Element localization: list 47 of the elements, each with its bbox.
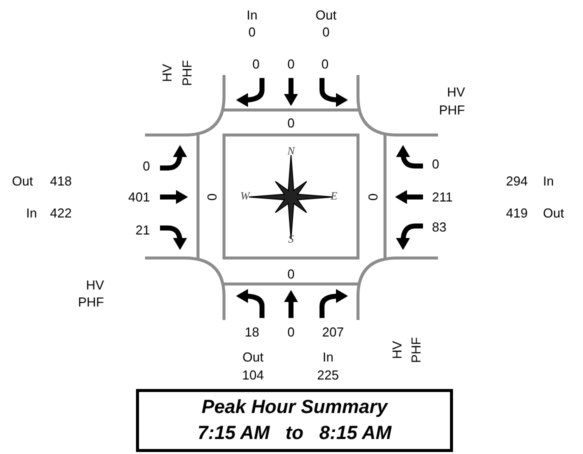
turn-volume: 18 (244, 324, 260, 340)
compass-letter: W (240, 190, 250, 204)
hv-label: HV (86, 278, 104, 292)
summary-heading: Peak Hour Summary (202, 396, 388, 420)
turn-volume: 21 (136, 222, 150, 238)
volume-total: 418 (50, 174, 72, 188)
compass-letter: E (330, 190, 338, 204)
phf-label: PHF (408, 337, 424, 363)
volume-total: 0 (248, 24, 256, 40)
volume-total: 225 (317, 368, 339, 382)
lane-volume: 0 (204, 193, 220, 201)
time-range: 7:15 AM to 8:15 AM (198, 422, 392, 446)
compass-letter: N (287, 144, 295, 160)
turn-volume: 0 (321, 56, 329, 72)
phf-label: PHF (78, 294, 104, 310)
lane-volume: 0 (366, 193, 380, 201)
approach-label: In (26, 206, 37, 220)
turn-volume: 0 (252, 56, 260, 72)
turn-volume: 0 (287, 56, 295, 72)
approach-label: Out (543, 206, 564, 220)
volume-total: 422 (50, 206, 72, 220)
turn-volume: 83 (432, 220, 446, 234)
phf-label: PHF (439, 102, 465, 118)
approach-label: In (322, 350, 334, 364)
phf-label: PHF (180, 60, 194, 86)
turn-volume: 401 (128, 190, 150, 204)
turn-volume: 211 (432, 190, 453, 204)
turn-volume: 0 (287, 324, 295, 340)
turn-volume: 0 (142, 158, 150, 174)
approach-label: Out (12, 174, 33, 188)
approach-label: In (543, 174, 554, 188)
hv-label: HV (446, 84, 465, 100)
volume-total: 104 (242, 368, 264, 382)
turn-volume: 207 (322, 324, 344, 340)
volume-total: 294 (506, 174, 528, 188)
hv-label: HV (390, 340, 404, 360)
volume-total: 419 (506, 206, 528, 220)
lane-volume: 0 (287, 266, 295, 282)
approach-label: Out (316, 8, 336, 22)
volume-total: 0 (322, 24, 330, 40)
approach-label: In (246, 8, 258, 22)
compass-letter: S (288, 232, 294, 248)
summary-box (136, 389, 453, 452)
approach-label: Out (242, 350, 264, 364)
lane-volume: 0 (287, 116, 295, 130)
hv-label: HV (160, 64, 174, 82)
turn-volume: 0 (432, 156, 440, 172)
